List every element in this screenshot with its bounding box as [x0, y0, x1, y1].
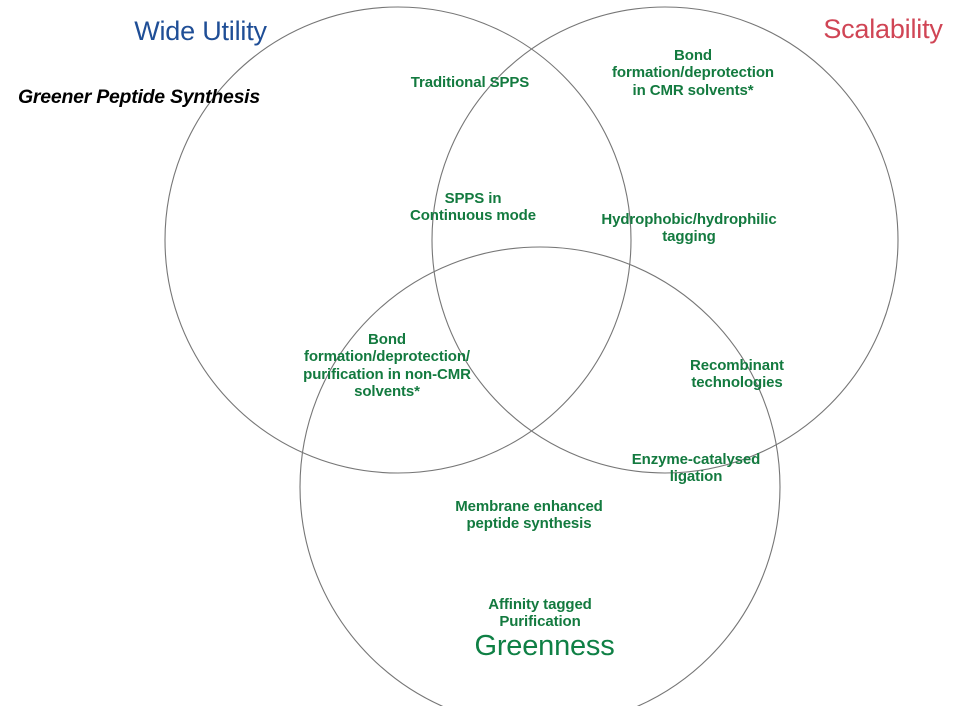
venn-item-affinity-tagged-purification: Affinity tagged Purification: [488, 596, 592, 631]
venn-item-bond-formation-non-cmr-solvents: Bond formation/deprotection/ purificatio…: [303, 331, 471, 401]
set-label-scalability: Scalability: [823, 14, 943, 44]
venn-item-bond-formation-cmr-solvents: Bond formation/deprotection in CMR solve…: [612, 47, 774, 99]
circle-greenness: [299, 246, 781, 706]
circle-wide-utility: [164, 6, 632, 474]
venn-item-membrane-enhanced-peptide-synthesis: Membrane enhanced peptide synthesis: [455, 498, 603, 533]
set-label-wide-utility: Wide Utility: [134, 16, 267, 46]
set-label-greenness: Greenness: [474, 630, 615, 662]
venn-item-traditional-spps: Traditional SPPS: [410, 74, 530, 91]
circle-scalability: [431, 6, 899, 474]
venn-item-enzyme-catalysed-ligation: Enzyme-catalysed ligation: [631, 451, 761, 486]
venn-item-spps-continuous-mode: SPPS in Continuous mode: [410, 190, 536, 225]
diagram-heading: Greener Peptide Synthesis: [18, 86, 260, 108]
venn-item-recombinant-technologies: Recombinant technologies: [690, 357, 784, 392]
venn-item-hydrophobic-hydrophilic-tagging: Hydrophobic/hydrophilic tagging: [601, 211, 777, 246]
